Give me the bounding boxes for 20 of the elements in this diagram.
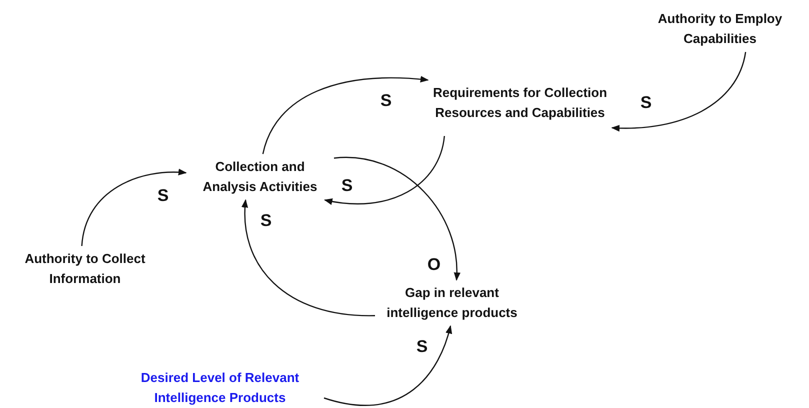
- variable-label: Gap in relevant intelligence products: [386, 284, 518, 322]
- causal-arrow: [81, 169, 187, 246]
- causal-arrow: [611, 52, 746, 132]
- polarity-label: S: [341, 176, 353, 196]
- variable-label: Collection and Analysis Activities: [202, 158, 318, 196]
- causal-arrow: [334, 156, 460, 281]
- causal-arrow: [262, 76, 429, 154]
- causal-arrow: [324, 136, 445, 205]
- variable-label: Authority to Collect Information: [24, 250, 146, 288]
- polarity-label: S: [380, 91, 392, 111]
- variable-label: Requirements for Collection Resources and Capabilities: [432, 84, 608, 122]
- polarity-label: S: [157, 186, 169, 206]
- polarity-label: S: [260, 211, 272, 231]
- polarity-label: S: [416, 337, 428, 357]
- variable-label: Desired Level of Relevant Intelligence Products: [140, 369, 300, 407]
- causal-arrow: [242, 199, 376, 316]
- polarity-label: S: [640, 93, 652, 113]
- causal-arrow: [324, 325, 452, 406]
- variable-label: Authority to Employ Capabilities: [656, 10, 784, 48]
- polarity-label: O: [427, 255, 441, 275]
